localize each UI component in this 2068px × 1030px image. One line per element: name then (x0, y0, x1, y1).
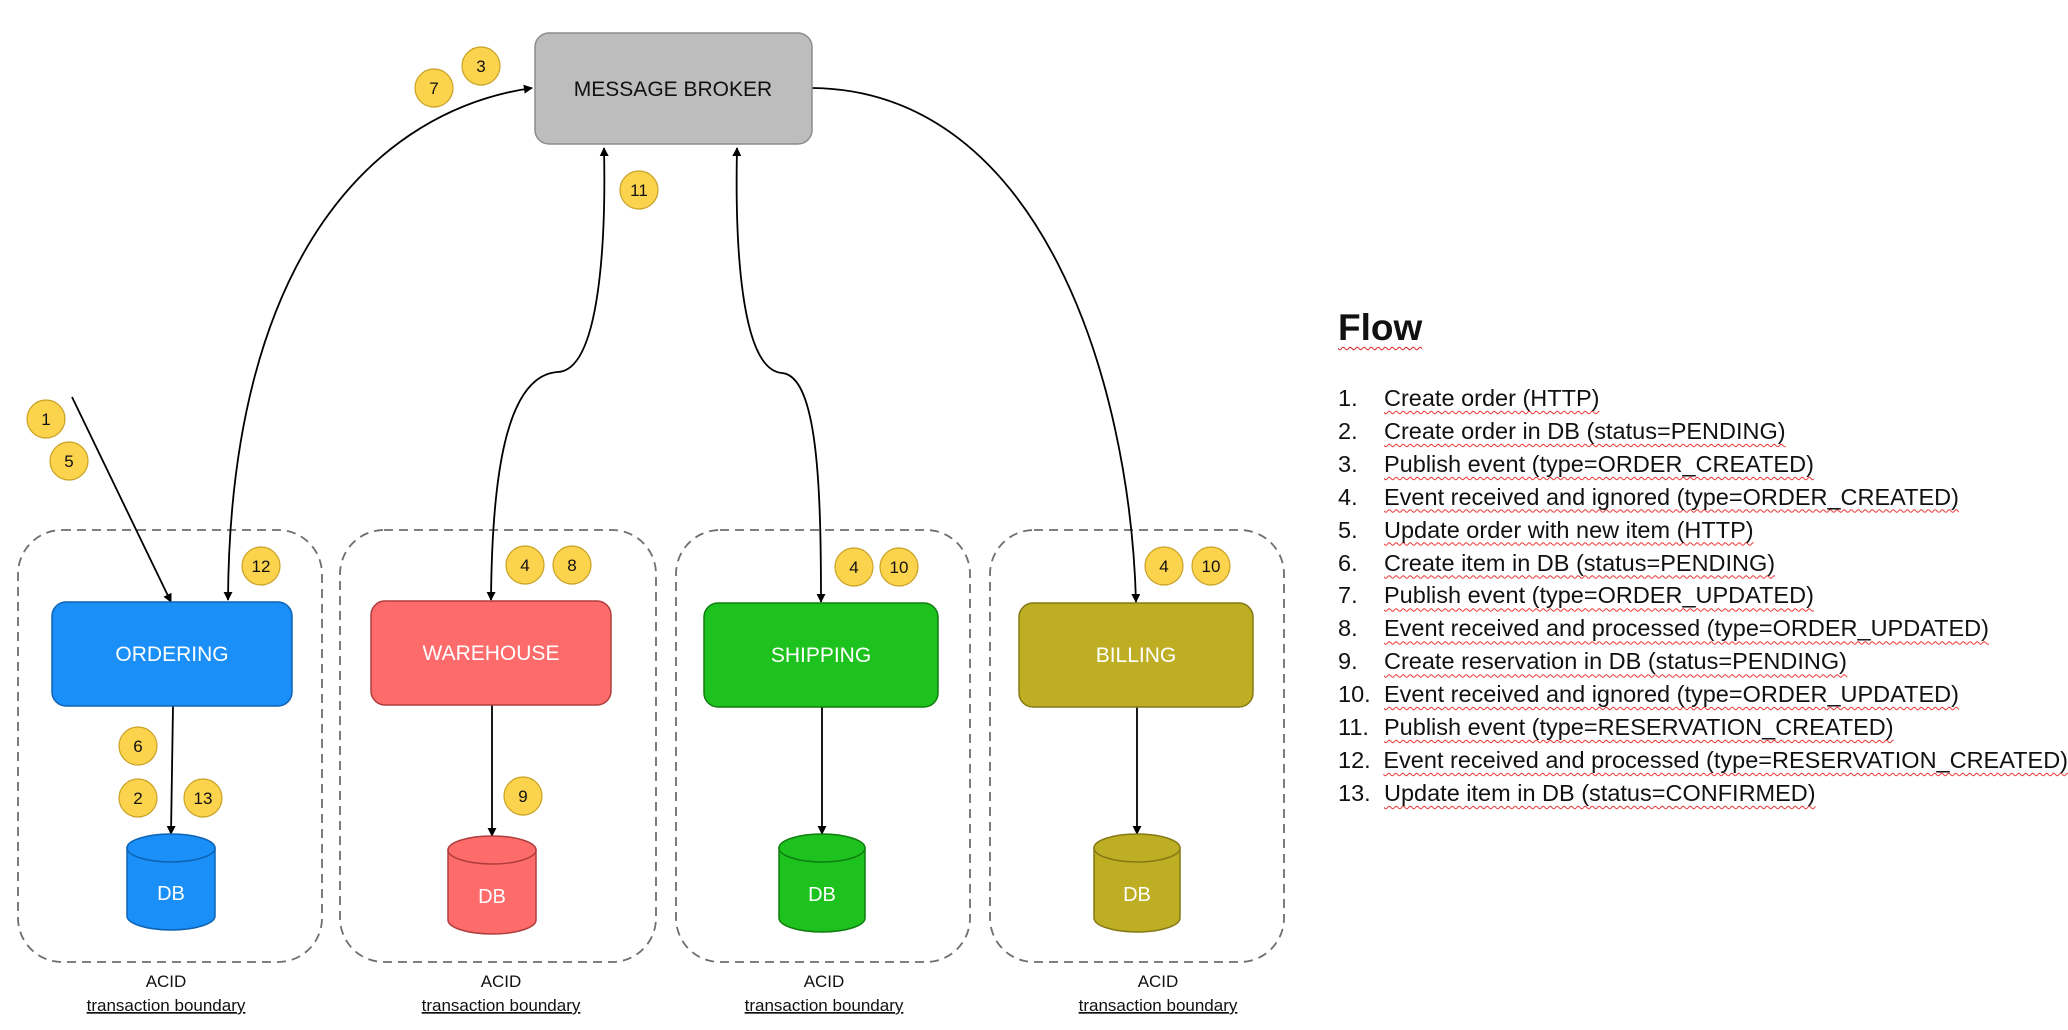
step-badge: 1 (26, 399, 66, 439)
edge-broker-warehouse (486, 147, 609, 601)
boundary-caption-line1: ACID (146, 972, 187, 991)
step-badge: 7 (414, 68, 454, 108)
flow-title: Flow (1338, 307, 1423, 348)
flow-step: 9.Create reservation in DB (status=PENDI… (1338, 648, 1847, 675)
service-label-billing: BILLING (1096, 644, 1177, 667)
boundary-caption-line1: ACID (1138, 972, 1179, 991)
svg-text:4: 4 (1159, 557, 1168, 576)
service-label-shipping: SHIPPING (771, 644, 871, 667)
service-billing: BILLING (1018, 602, 1254, 708)
flow-step: 1.Create order (HTTP) (1338, 385, 1600, 411)
boundary-caption-line1: ACID (481, 972, 522, 991)
svg-text:3: 3 (476, 57, 485, 76)
step-badge: 4 (834, 547, 874, 587)
message-broker: MESSAGE BROKER (534, 32, 813, 145)
svg-text:4: 4 (520, 556, 529, 575)
flow-legend: Flow 1.Create order (HTTP) 2.Create orde… (1338, 306, 2068, 810)
service-label-ordering: ORDERING (115, 643, 228, 666)
database-label-ordering: DB (157, 883, 185, 905)
svg-text:10: 10 (1202, 557, 1221, 576)
database-billing: DB (1093, 833, 1181, 933)
svg-text:8: 8 (567, 556, 576, 575)
service-shipping: SHIPPING (703, 602, 939, 708)
svg-text:1: 1 (41, 410, 50, 429)
step-badge: 11 (619, 170, 659, 210)
svg-text:13: 13 (194, 789, 213, 808)
step-badge: 5 (49, 441, 89, 481)
boundary-caption-line2: transaction boundary (422, 996, 581, 1015)
boundary-caption-line2: transaction boundary (87, 996, 246, 1015)
step-badge: 6 (118, 726, 158, 766)
boundary-captions: ACID transaction boundary ACID transacti… (87, 972, 1238, 1015)
database-label-shipping: DB (808, 884, 836, 906)
boundary-caption-line1: ACID (804, 972, 845, 991)
step-badge: 13 (183, 778, 223, 818)
database-warehouse: DB (447, 835, 537, 935)
edge-broker-billing (811, 87, 1141, 603)
database-shipping: DB (778, 833, 866, 933)
connectors (71, 84, 1142, 837)
svg-text:10: 10 (890, 558, 909, 577)
flow-step: 10.Event received and ignored (type=ORDE… (1338, 681, 1959, 708)
flow-step: 6.Create item in DB (status=PENDING) (1338, 549, 1776, 576)
boundary-caption-line2: transaction boundary (745, 996, 904, 1015)
step-badge: 4 (1144, 546, 1184, 586)
service-ordering: ORDERING (51, 601, 293, 707)
step-badges: 7 3 11 1 5 12 6 2 13 4 8 9 4 10 4 10 (26, 46, 1231, 818)
boundary-ordering (17, 529, 323, 963)
flow-step: 5.Update order with new item (HTTP) (1338, 516, 1754, 543)
flow-step: 7.Publish event (type=ORDER_UPDATED) (1338, 582, 1814, 609)
svg-text:9: 9 (518, 787, 527, 806)
flow-steps-list: 1.Create order (HTTP) 2.Create order in … (1338, 382, 2068, 810)
service-label-warehouse: WAREHOUSE (423, 642, 560, 665)
step-badge: 10 (1191, 546, 1231, 586)
database-label-warehouse: DB (478, 886, 506, 908)
step-badge: 8 (552, 545, 592, 585)
edge-broker-shipping (732, 147, 826, 603)
svg-text:7: 7 (429, 79, 438, 98)
step-badge: 3 (461, 46, 501, 86)
step-badge: 12 (241, 546, 281, 586)
flow-step: 12.Event received and processed (type=RE… (1338, 746, 2068, 773)
edge-http-ordering (71, 396, 172, 603)
svg-text:5: 5 (64, 452, 73, 471)
flow-step: 4.Event received and ignored (type=ORDER… (1338, 483, 1959, 510)
flow-step: 2.Create order in DB (status=PENDING) (1338, 417, 1786, 444)
service-warehouse: WAREHOUSE (370, 600, 612, 706)
step-badge: 10 (879, 547, 919, 587)
svg-text:6: 6 (133, 737, 142, 756)
svg-text:2: 2 (133, 789, 142, 808)
database-ordering: DB (126, 833, 216, 931)
svg-text:12: 12 (252, 557, 271, 576)
flow-step: 8.Event received and processed (type=ORD… (1338, 615, 1989, 642)
boundary-caption-line2: transaction boundary (1079, 996, 1238, 1015)
flow-step: 11.Publish event (type=RESERVATION_CREAT… (1338, 714, 1894, 741)
edge-ordering-db (166, 705, 176, 835)
svg-text:4: 4 (849, 558, 858, 577)
step-badge: 4 (505, 545, 545, 585)
step-badge: 2 (118, 778, 158, 818)
flow-step: 13.Update item in DB (status=CONFIRMED) (1338, 779, 1816, 806)
message-broker-label: MESSAGE BROKER (574, 78, 772, 101)
flow-step: 3.Publish event (type=ORDER_CREATED) (1338, 450, 1814, 477)
edge-broker-ordering (223, 84, 533, 601)
svg-text:11: 11 (630, 181, 648, 200)
database-label-billing: DB (1123, 884, 1151, 906)
step-badge: 9 (503, 776, 543, 816)
